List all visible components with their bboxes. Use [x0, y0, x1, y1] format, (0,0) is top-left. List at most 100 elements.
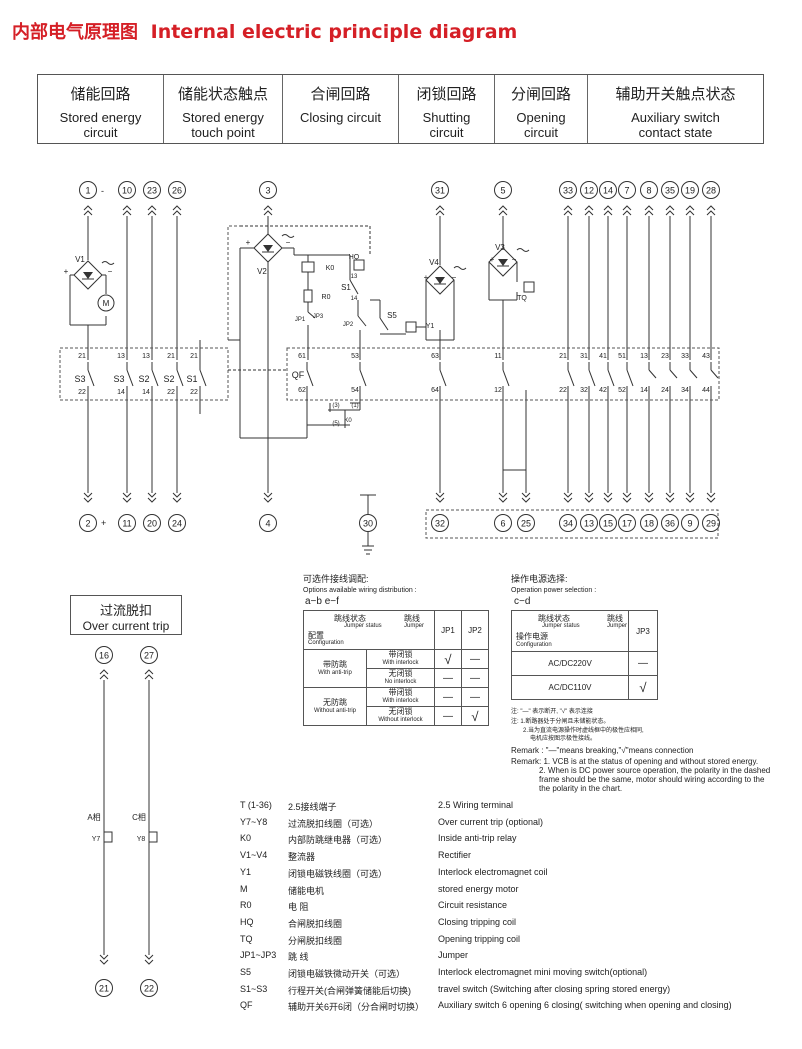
legend-en: Jumper	[438, 950, 469, 961]
oc-terminal	[95, 646, 113, 664]
connector-icon	[435, 492, 445, 503]
status-en: Jumper status	[542, 623, 580, 629]
jp2-label: JP2	[343, 322, 354, 328]
note-cn: 注: 1.断路器处于分闸且未储能状态。	[511, 719, 610, 725]
terminal-label: 2	[85, 519, 90, 529]
sub-en: With interlock	[382, 698, 419, 704]
terminal-label: 26	[172, 186, 182, 196]
terminal-label: 35	[665, 186, 675, 196]
jp-value: —	[434, 687, 462, 707]
jp-value: —	[628, 651, 658, 676]
note-cn: 电机应按图示极性接线。	[530, 736, 597, 742]
legend-cn: 内部防跳继电器（可选）	[288, 835, 388, 846]
sub-cn: 无闭锁	[388, 669, 413, 678]
connector-icon	[498, 492, 508, 503]
jp1-label: JP1	[295, 317, 306, 323]
power-table: 跳线状态 Jumper status 跳线 Jumper 操作电源 Config…	[511, 610, 658, 700]
legend-cn: 分闸脱扣线圈	[288, 935, 343, 946]
motor-label: M	[103, 299, 110, 308]
diode-icon	[498, 259, 508, 266]
remark-2: Remark: 1. VCB is at the status of openi…	[511, 757, 759, 766]
legend-cn: 闭锁电磁铁线圈（可选）	[288, 868, 388, 879]
contact-blade	[710, 369, 719, 379]
plus-sign: +	[424, 273, 429, 282]
contact-name: S1	[186, 374, 197, 384]
terminal-label: 10	[122, 186, 132, 196]
status-cn: 跳线状态	[538, 614, 570, 623]
ac-symbol	[281, 234, 295, 238]
connector-icon	[584, 205, 594, 216]
connector-icon	[685, 205, 695, 216]
legend-en: Rectifier	[438, 850, 472, 861]
contact-num: 33	[681, 353, 689, 360]
contact-name: S3	[113, 374, 124, 384]
sub-en: With interlock	[382, 660, 419, 666]
contact-blade	[502, 369, 510, 387]
legend-code: JP1~JP3	[240, 950, 277, 961]
legend-code: V1~V4	[240, 850, 268, 861]
dashed-frame	[227, 225, 240, 340]
bottom-terminal	[580, 514, 598, 532]
terminal-label: 17	[622, 519, 632, 529]
terminal-label: 28	[706, 186, 716, 196]
connector-icon	[122, 492, 132, 503]
bottom-terminal	[168, 514, 186, 532]
connector-icon	[603, 205, 613, 216]
terminal-label: 31	[435, 186, 445, 196]
top-terminal	[143, 181, 161, 199]
legend-en: Opening tripping coil	[438, 933, 521, 944]
minus-sign: −	[286, 238, 291, 247]
jumper-en: Jumper	[607, 623, 628, 629]
jp-value: —	[434, 668, 462, 688]
s5-label: S5	[387, 311, 397, 320]
terminal-label: 20	[147, 519, 157, 529]
jp-value: √	[628, 675, 658, 700]
sub-cn: 无闭锁	[388, 707, 413, 716]
header-en: Stored energy circuit	[59, 110, 142, 140]
minus-sign: −	[452, 273, 457, 282]
terminal-label: 36	[665, 519, 675, 529]
jp-value: √	[461, 706, 489, 726]
terminal-label: 32	[435, 519, 445, 529]
legend-code: Y7~Y8	[240, 816, 268, 827]
sub-en: No interlock	[384, 679, 417, 685]
legend-code: K0	[240, 833, 252, 844]
contact-num: 22	[559, 387, 567, 394]
contact-name: S2	[163, 374, 174, 384]
title-en: Internal electric principle diagram	[150, 21, 518, 43]
power-table-corner: 跳线状态 Jumper status 跳线 Jumper 操作电源 Config…	[511, 610, 629, 652]
legend-code: TQ	[240, 933, 253, 944]
connector-icon	[172, 205, 182, 216]
terminal-label: 29	[706, 519, 716, 529]
connector-icon	[99, 669, 109, 680]
sub-cn: 带闭锁	[388, 688, 413, 697]
contact-blade	[689, 369, 698, 379]
connector-icon	[603, 492, 613, 503]
sub-en: Without interlock	[378, 717, 423, 723]
legend-cn: 合闸脱扣线圈	[288, 918, 343, 929]
contact-num: 44	[702, 387, 710, 394]
terminal-label: 13	[584, 519, 594, 529]
contact-name: S2	[138, 374, 149, 384]
bottom-terminal	[431, 514, 449, 532]
power-options: c−d	[514, 596, 531, 607]
contact-num: 31	[580, 353, 588, 360]
contact-num: 62	[298, 387, 306, 394]
contact-num: 12	[494, 387, 502, 394]
legend-cn: 整流器	[288, 852, 316, 863]
y8-coil	[148, 831, 158, 843]
contact-num: 53	[351, 353, 359, 360]
header-cn: 储能状态触点	[177, 85, 268, 103]
wire	[329, 402, 360, 428]
connector-icon	[83, 205, 93, 216]
header-cn: 储能回路	[70, 85, 131, 103]
connector-icon	[498, 205, 508, 216]
resistor-icon	[303, 289, 313, 303]
contact-blade	[588, 369, 596, 387]
header-cell: 储能回路 Stored energy circuit	[38, 75, 164, 143]
contact-num: 41	[599, 353, 607, 360]
